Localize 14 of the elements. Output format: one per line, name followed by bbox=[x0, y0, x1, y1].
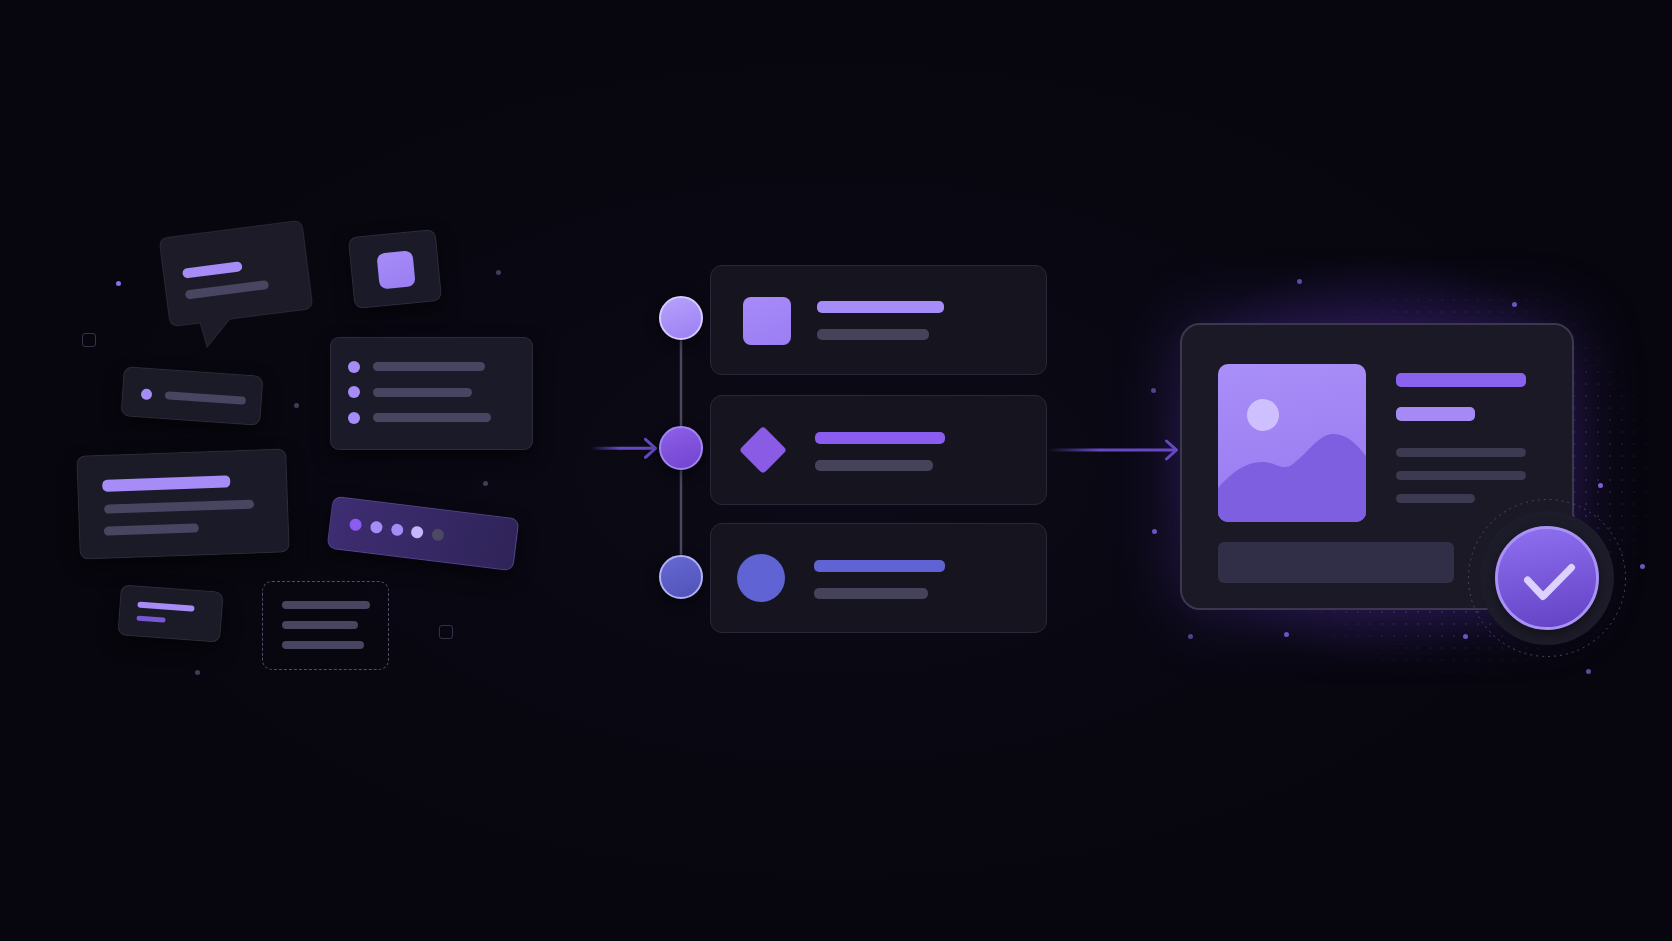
card bbox=[710, 265, 1047, 375]
image-placeholder bbox=[1218, 364, 1366, 522]
dashed-card bbox=[262, 580, 390, 670]
card bbox=[710, 395, 1047, 505]
step-circle bbox=[659, 554, 703, 599]
arrow bbox=[590, 437, 657, 459]
list-card bbox=[330, 336, 533, 450]
step-circle bbox=[659, 296, 703, 341]
timeline-line bbox=[679, 340, 683, 427]
step-circle bbox=[659, 426, 703, 471]
content-card bbox=[1180, 323, 1574, 610]
timeline-line bbox=[679, 470, 683, 555]
card bbox=[710, 523, 1047, 633]
arrow bbox=[1047, 439, 1178, 461]
